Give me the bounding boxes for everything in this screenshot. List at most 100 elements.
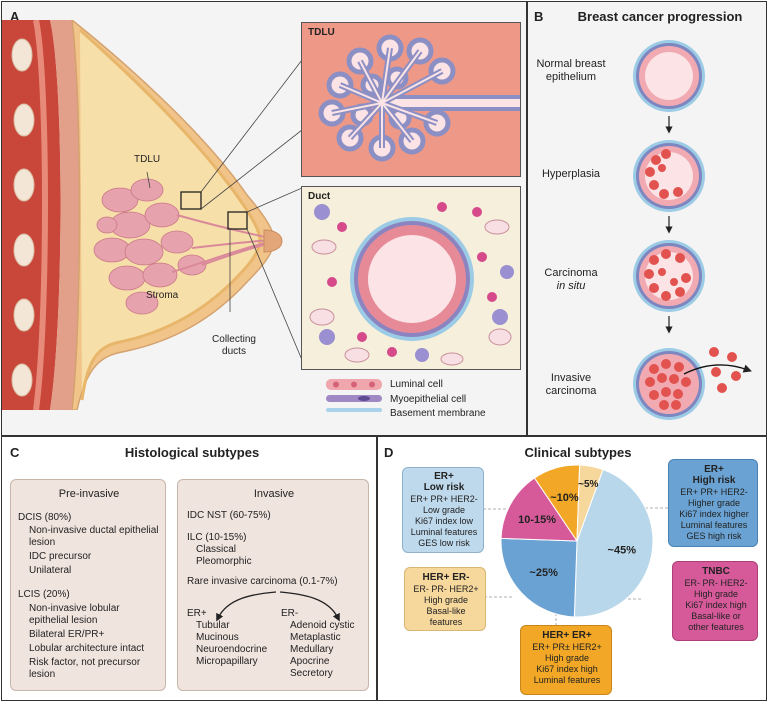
er-negative-heading: ER- [281,608,299,619]
box-line: Low grade [422,505,466,515]
rib [13,103,35,137]
luminal-cell-swatch [326,379,382,390]
tdlu-zoom-box [180,191,202,210]
box-line: ER+ PR+ HER2- [680,487,748,497]
er-positive-item: Neuroendocrine [196,644,268,655]
lobule-clusters [93,178,207,315]
er-negative-item: Medullary [290,644,334,655]
tdlu-structure [318,34,520,162]
rare-heading: Rare invasive carcinoma (0.1-7%) [187,576,338,587]
idc-heading: IDC NST (60-75%) [187,510,271,521]
duct-inset: Duct [301,186,521,370]
stage-hyperplasia-label: Hyperplasia [541,168,601,180]
tnbc-title: TNBC [702,566,730,577]
tnbc-box: TNBC ER- PR- HER2- High grade Ki67 index… [672,561,758,641]
pie-slice [576,464,604,542]
collecting-ducts-label: Collecting ducts [212,334,256,357]
panel-c-title: Histological subtypes [124,445,260,460]
progression-diagram [633,40,752,420]
er-high-risk-title: ER+ [704,464,724,475]
stage-cis-label: Carcinoma in situ [544,267,598,292]
basement-membrane-swatch [326,408,382,412]
box-line: other features [688,622,744,632]
rib [11,363,33,397]
stroma-label: Stroma [146,290,179,301]
er-negative-item: Metaplastic [290,632,341,643]
box-line: ER- PR- HER2- [684,578,748,588]
cell-legend [326,379,382,412]
box-line: ER+ PR± HER2+ [532,642,602,652]
preinvasive-box: Pre-invasive DCIS (80%) Non-invasive duc… [10,479,166,691]
box-line: High grade [693,589,739,599]
pie-slice [500,537,578,618]
box-line: Basal-like or [691,611,741,621]
stage-hyperplasia-circle [633,140,705,212]
stage-cis-circle [633,240,705,312]
her-er-positive-box: HER+ ER+ ER+ PR± HER2+ High grade Ki67 i… [520,625,612,695]
panel-b-title: Breast cancer progression [577,9,743,24]
ilc-item: Classical [196,544,237,555]
stage-normal-label: Normal breast epithelium [536,58,606,83]
box-line: Luminal features [680,520,748,530]
er-low-risk-box: ER+ Low risk ER+ PR+ HER2- Low grade Ki6… [402,467,484,553]
panel-d-label: D [384,445,394,460]
lcis-item: Bilateral ER/PR+ [29,629,105,640]
panel-b-label: B [534,9,544,24]
dcis-heading: DCIS (80%) [18,512,72,523]
box-line: ER- PR- HER2+ [413,584,479,594]
pie-slice-label: 10-15% [518,514,556,526]
rib [13,233,35,267]
er-negative-item: Adenoid cystic [290,620,355,631]
pie-slice-label: ~10% [550,492,579,504]
box-line: Ki67 index higher [679,509,749,519]
pie-slice-label: ~25% [529,567,558,579]
myoepithelial-cell-swatch [326,395,382,402]
box-line: Luminal features [410,527,478,537]
box-line: High grade [544,653,590,663]
her-er-negative-title: HER+ ER- [422,572,470,583]
box-line: Luminal features [533,675,601,685]
panel-b: B Breast cancer progression Normal breas… [527,1,767,436]
lcis-item: Non-invasive lobular epithelial lesion [29,603,120,626]
rib [11,38,33,72]
stage-invasive-label: Invasive carcinoma [545,372,597,397]
dcis-item: Unilateral [29,565,72,576]
dcis-item: IDC precursor [29,551,92,562]
box-line: Higher grade [687,498,741,508]
pie-slice [500,477,578,542]
breast-anatomy-illustration [2,20,302,410]
duct-inset-title: Duct [308,191,331,202]
er-positive-item: Micropapillary [196,656,258,667]
panel-d: D Clinical subtypes ~45%~25%10-15%~10%~5… [377,436,767,701]
box-line: features [429,617,463,627]
er-positive-item: Tubular [196,620,230,631]
her-er-positive-title: HER+ ER+ [542,630,592,641]
ilc-item: Pleomorphic [196,556,252,567]
pie-slice-label: ~5% [578,479,598,490]
rare-branch-arrows [216,591,340,622]
preinvasive-heading: Pre-invasive [58,488,120,500]
er-high-risk-box: ER+ High risk ER+ PR+ HER2- Higher grade… [668,459,758,547]
box-line: Ki67 index low [414,516,474,526]
box-line: Ki67 index high [685,600,747,610]
box-line: Ki67 index high [536,664,598,674]
duct-cross-section [309,202,514,366]
box-line: ER+ PR+ HER2- [410,494,478,504]
tdlu-anatomy-label: TDLU [134,154,161,165]
panel-a: A [1,1,527,436]
box-line: GES high risk [686,531,742,541]
clinical-subtypes-pie: ~45%~25%10-15%~10%~5% [483,464,668,625]
box-line: Basal-like [426,606,466,616]
pie-slice [573,468,654,618]
panel-c: C Histological subtypes Pre-invasive DCI… [1,436,377,701]
invasive-heading: Invasive [253,488,295,500]
er-negative-item: Secretory [290,668,333,679]
rib [13,298,35,332]
legend-luminal-label: Luminal cell [390,379,443,390]
invasive-box: Invasive IDC NST (60-75%) ILC (10-15%) C… [177,479,369,691]
legend-myoepithelial-label: Myoepithelial cell [390,394,467,405]
legend-basement-label: Basement membrane [390,408,486,419]
tdlu-inset-title: TDLU [308,27,335,38]
ilc-heading: ILC (10-15%) [187,532,247,543]
